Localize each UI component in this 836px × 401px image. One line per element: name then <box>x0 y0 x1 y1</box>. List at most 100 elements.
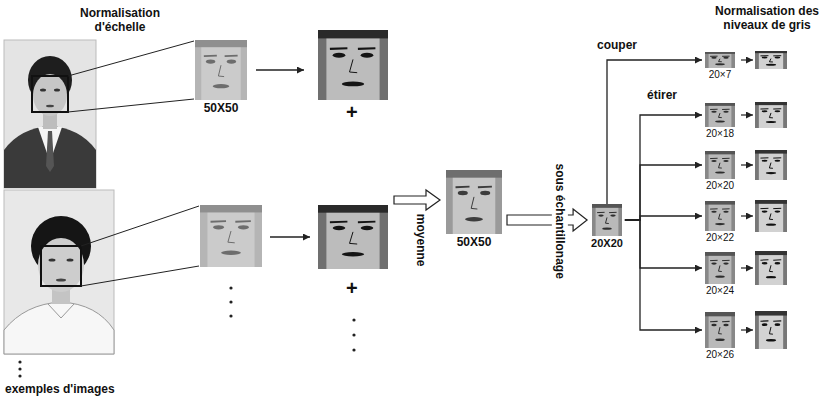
caption-label: exemples d'images <box>5 382 115 396</box>
leader-line <box>68 99 194 112</box>
skin <box>318 30 388 100</box>
mouth <box>213 84 230 88</box>
face-thumbnail <box>705 312 735 348</box>
skin <box>705 312 735 348</box>
eye <box>723 211 728 213</box>
eyebrow <box>204 55 217 57</box>
eyebrow <box>722 158 730 159</box>
eyebrow <box>710 158 718 159</box>
cheek-shade <box>731 103 735 127</box>
cheek-shade <box>318 30 326 100</box>
hair <box>705 252 735 256</box>
ellipsis-dot <box>18 367 21 370</box>
eye <box>711 111 716 113</box>
size-label: 20×7 <box>709 69 732 81</box>
eyebrow <box>710 56 718 57</box>
image-node: 20×20 <box>703 151 737 192</box>
cheek-shade <box>592 204 596 236</box>
eyebrow <box>211 220 227 222</box>
face-photo <box>200 205 262 267</box>
eye <box>711 57 716 59</box>
eyebrow <box>773 320 781 322</box>
hair <box>200 205 262 212</box>
eye <box>711 211 716 213</box>
nose <box>350 59 358 72</box>
eyebrow <box>225 55 238 57</box>
eye <box>227 60 236 64</box>
plus-sign: + <box>346 276 358 300</box>
eyebrow <box>456 186 470 189</box>
hair <box>318 30 388 38</box>
image-node: 20×18 <box>703 103 737 140</box>
mouth <box>715 120 725 122</box>
face-photo <box>705 201 735 231</box>
step-label: moyenne <box>413 214 427 267</box>
face-photo <box>755 251 787 285</box>
tie <box>46 131 54 172</box>
cheek-shade <box>380 30 388 100</box>
cheek-shade <box>783 150 787 180</box>
hair <box>446 170 502 178</box>
mouth <box>715 223 725 225</box>
ellipsis-dot <box>352 318 355 321</box>
mouth <box>766 339 776 342</box>
face-thumbnail <box>592 204 622 236</box>
image-node: 50X50 <box>193 40 249 115</box>
nose <box>719 327 722 334</box>
eye <box>762 262 768 264</box>
hair <box>195 40 247 47</box>
skin <box>705 201 735 231</box>
mouth <box>342 81 364 86</box>
hair <box>755 311 787 316</box>
edge-label: couper <box>597 38 637 52</box>
eye <box>67 258 74 261</box>
size-label: 20X20 <box>591 237 623 250</box>
connector <box>625 115 702 220</box>
skin <box>592 204 622 236</box>
face-photo <box>446 170 502 234</box>
ellipsis-dot <box>352 348 355 351</box>
eye <box>598 214 603 216</box>
leader-line <box>81 266 199 286</box>
face-photo <box>318 30 388 100</box>
cheek-shade <box>495 170 502 234</box>
face-photo <box>705 103 735 127</box>
nose <box>769 59 773 62</box>
leader-line <box>81 206 199 246</box>
hair <box>705 151 735 154</box>
face <box>38 238 84 292</box>
cheek-shade <box>731 52 735 68</box>
face-photo <box>755 150 787 180</box>
mouth <box>56 279 66 282</box>
nose <box>471 197 477 209</box>
eyebrow <box>358 47 376 50</box>
eye <box>775 210 781 212</box>
eyebrow <box>710 260 718 261</box>
skin <box>755 200 787 232</box>
image-node: 20X20 <box>589 204 625 250</box>
cheek-shade <box>618 204 622 236</box>
size-label: 50X50 <box>457 235 492 249</box>
eye <box>711 262 716 264</box>
nose <box>719 214 722 220</box>
cheek-shade <box>731 201 735 231</box>
skin <box>705 252 735 284</box>
hair <box>705 52 735 54</box>
nose <box>719 113 722 118</box>
face-photo <box>755 102 787 128</box>
skin <box>200 205 262 267</box>
nose <box>606 217 609 223</box>
crop-square <box>41 246 81 286</box>
skin <box>705 52 735 68</box>
face-photo <box>755 200 787 232</box>
cheek-shade <box>755 150 759 180</box>
skin <box>446 170 502 234</box>
collar <box>48 304 74 318</box>
face-photo <box>705 312 735 348</box>
mouth <box>766 224 776 226</box>
eye <box>762 323 768 326</box>
cheek-shade <box>783 311 787 349</box>
nose <box>769 327 773 334</box>
eyebrow <box>722 109 730 110</box>
cheek-shade <box>731 252 735 284</box>
